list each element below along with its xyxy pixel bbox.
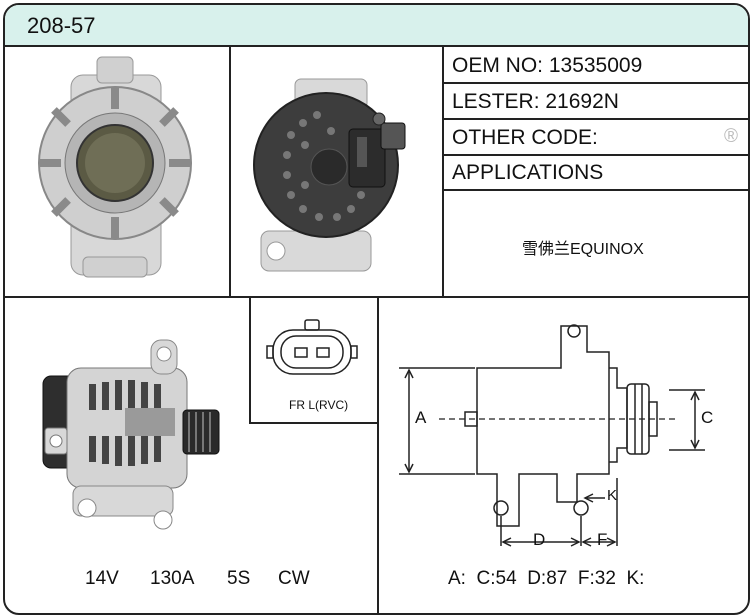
- divider: [444, 154, 748, 156]
- divider: [444, 82, 748, 84]
- divider: [5, 296, 748, 298]
- product-card: 208-57 OEM NO: 13535009 LESTER: 21692N O…: [3, 3, 750, 615]
- divider: [249, 422, 379, 424]
- dim-label-d: D: [533, 530, 546, 549]
- application-vehicle: 雪佛兰EQUINOX: [522, 241, 644, 258]
- other-code-label: OTHER CODE:: [452, 126, 598, 149]
- dim-label-k: K: [607, 487, 618, 504]
- dimension-drawing: [399, 324, 705, 547]
- model-number: 208-57: [27, 13, 96, 38]
- divider: [249, 298, 251, 422]
- card-header: 208-57: [5, 5, 748, 47]
- spec-rotation: CW: [278, 568, 310, 589]
- divider: [444, 118, 748, 120]
- divider: [377, 298, 379, 613]
- dim-label-f: F: [597, 530, 608, 549]
- oem-number: OEM NO: 13535009: [452, 54, 643, 77]
- connector-label: FR L(RVC): [289, 398, 349, 412]
- spec-pulley: 5S: [227, 568, 251, 589]
- dim-label-a: A: [415, 408, 427, 427]
- spec-voltage: 14V: [85, 568, 119, 589]
- applications-title: APPLICATIONS: [452, 161, 604, 184]
- alternator-side-view: [42, 339, 220, 530]
- divider: [442, 45, 444, 298]
- lester-number: LESTER: 21692N: [452, 90, 619, 113]
- dimension-values: A: C:54 D:87 F:32 K:: [448, 568, 645, 589]
- alternator-rear-view: [253, 78, 406, 272]
- divider: [444, 189, 748, 191]
- dim-label-c: C: [701, 408, 714, 427]
- spec-amperage: 130A: [150, 568, 195, 589]
- divider: [229, 45, 231, 298]
- registered-mark: ®: [724, 126, 738, 147]
- alternator-front-view: [38, 56, 192, 278]
- connector-diagram: [266, 319, 358, 375]
